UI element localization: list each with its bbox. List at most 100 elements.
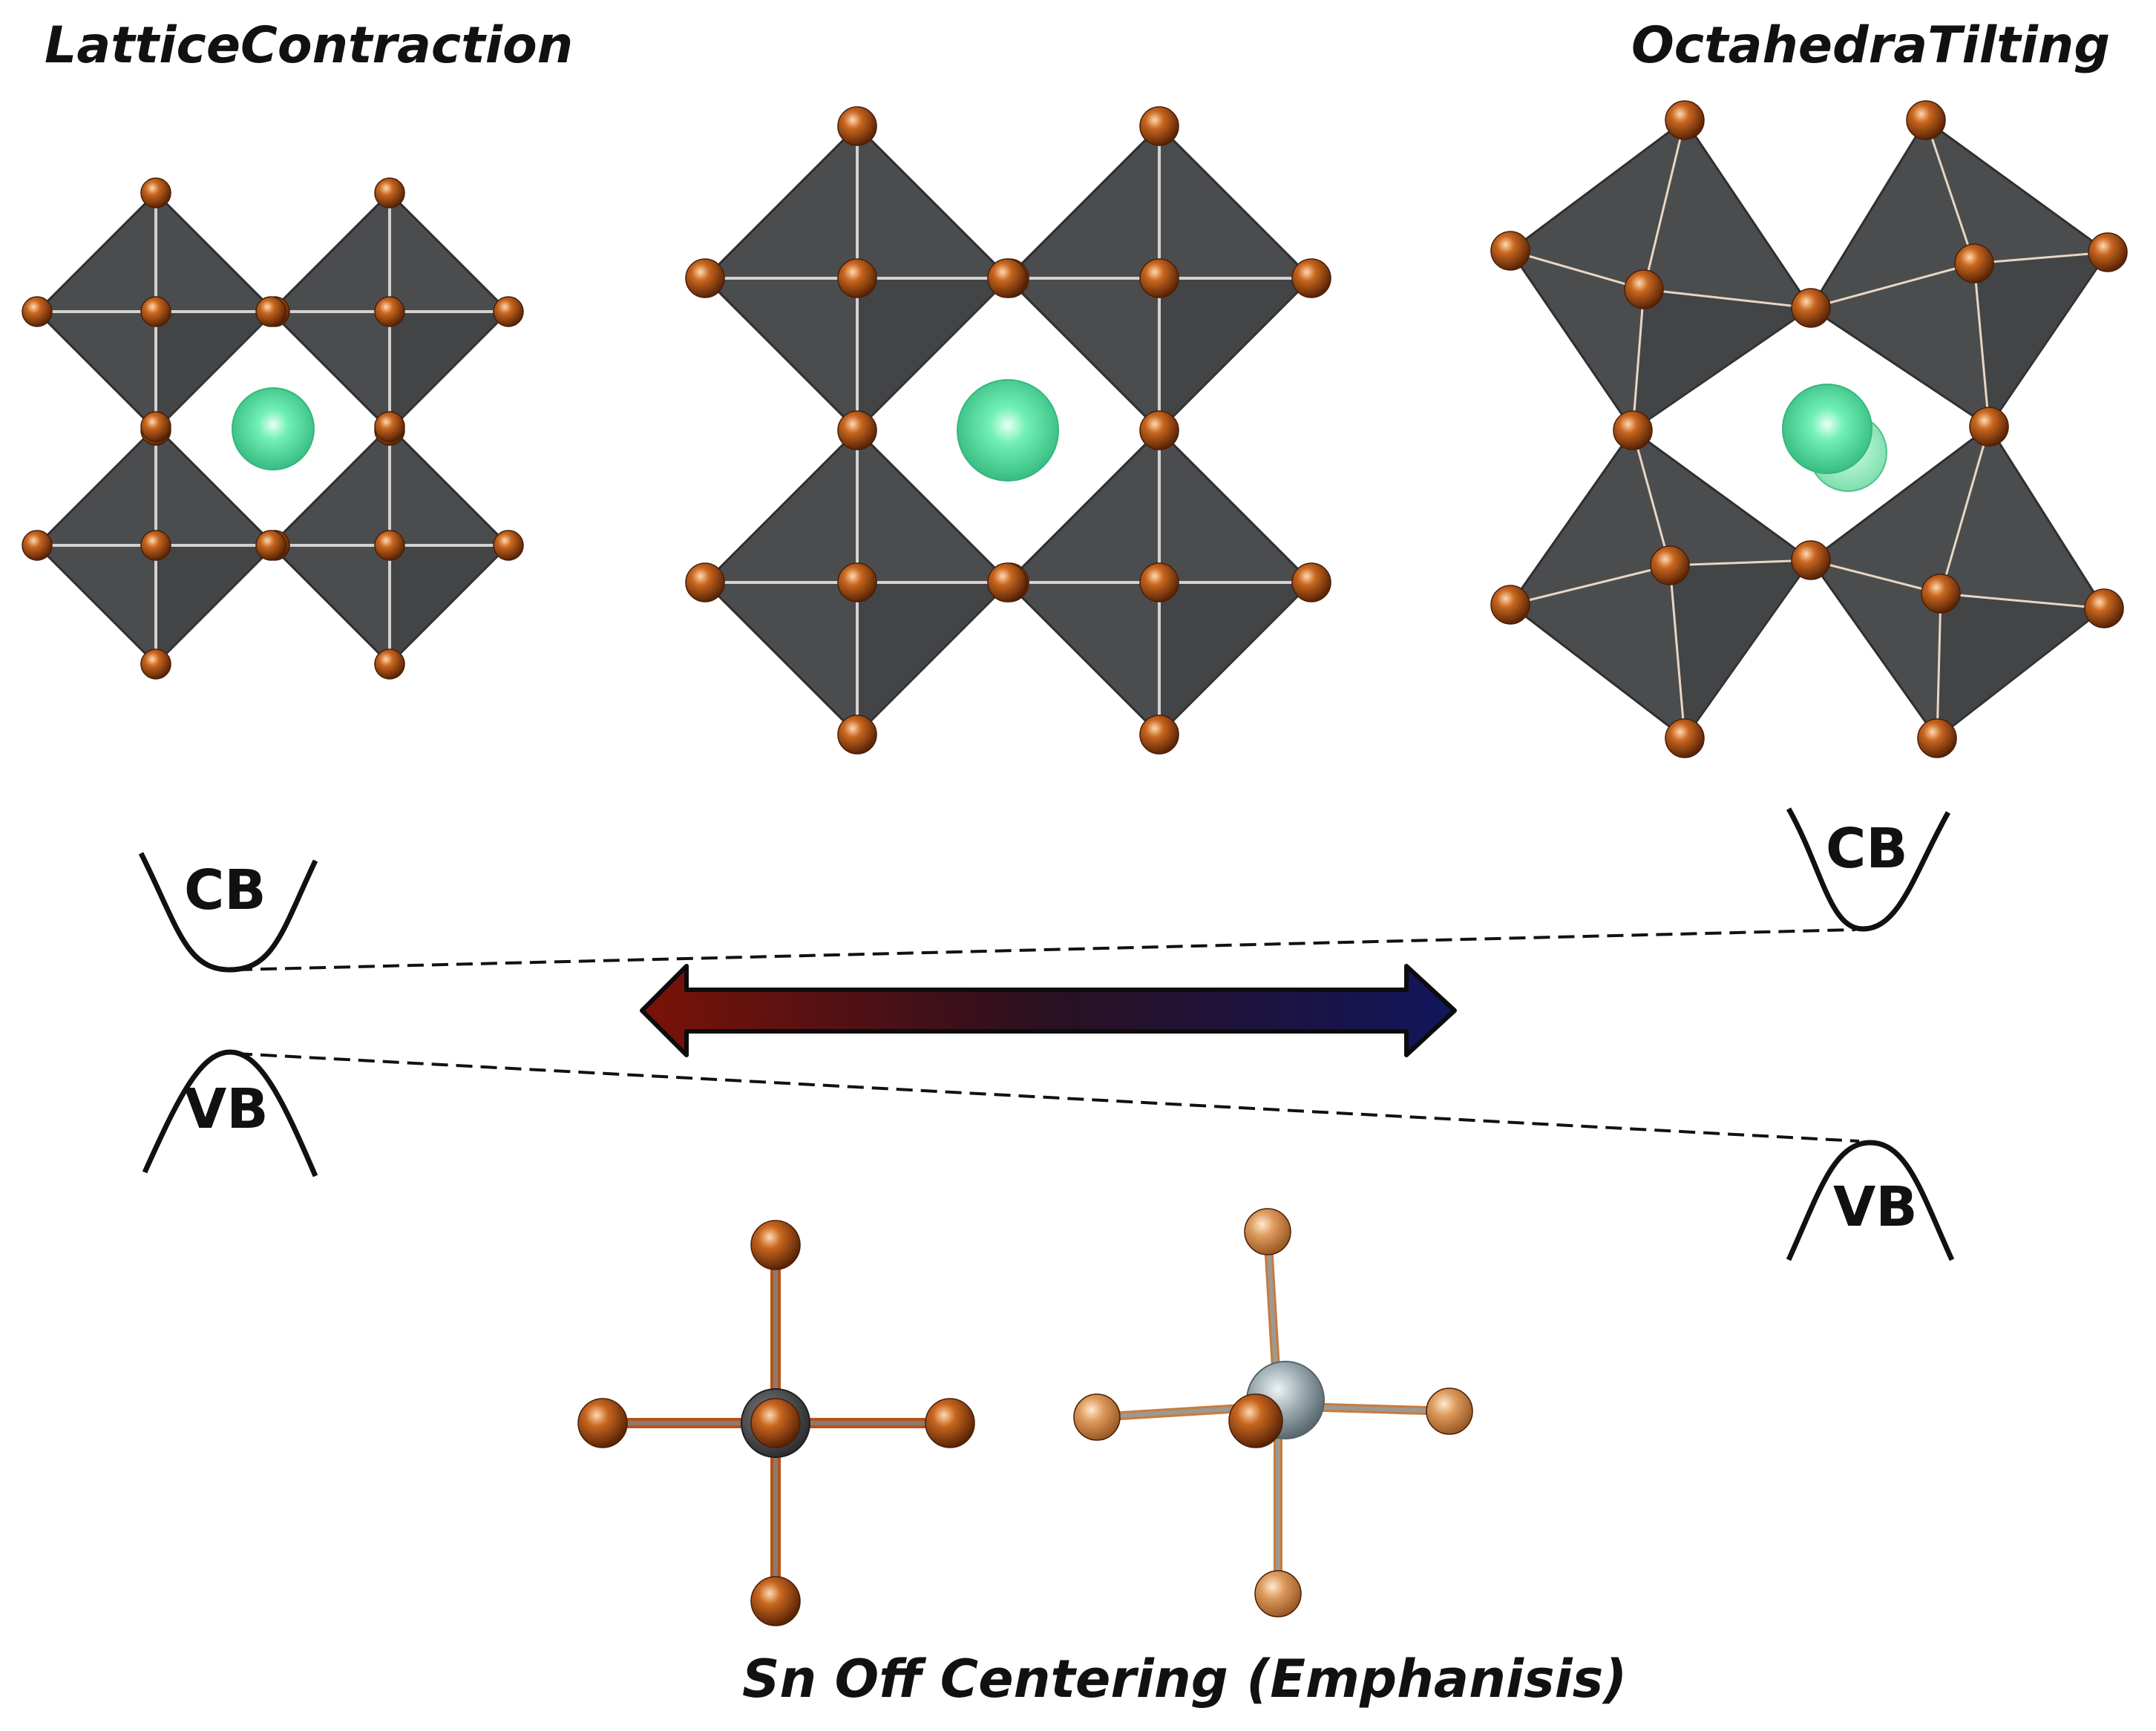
left-cell-cs-atom	[232, 387, 315, 470]
right-cell-halide-atom	[1650, 545, 1690, 585]
middle-cell-halide-atom	[987, 562, 1027, 602]
right-cell-octahedron-3	[1508, 428, 1813, 740]
right-cell-octahedron-4-facet	[1937, 594, 2104, 738]
left-cell-halide-atom	[140, 296, 171, 327]
middle-cell-octahedron-1-facet	[857, 278, 1009, 430]
right-vb-label: VB	[1833, 1175, 1918, 1239]
halide-atom	[750, 1220, 801, 1270]
right-cell-halide-atom	[1613, 410, 1653, 450]
right-cell-halide-atom	[1665, 100, 1705, 140]
right-cb-label: CB	[1826, 817, 1908, 881]
middle-cell-halide-atom	[685, 562, 725, 602]
right-cell-octahedron-2-bond-2	[1973, 263, 1990, 427]
lattice-contraction-title: LatticeContraction	[45, 16, 574, 75]
left-cell-halide-atom	[140, 411, 171, 442]
left-vb-label: VB	[184, 1077, 269, 1141]
middle-cell-halide-atom	[837, 258, 877, 298]
left-cell-halide-atom	[374, 296, 405, 327]
right-vb-curve	[1786, 1140, 1955, 1261]
axial-halide-atom	[1228, 1393, 1283, 1448]
right-cell-octahedron-3-bond-0	[1631, 430, 1671, 566]
halide-atom-light	[1426, 1387, 1473, 1435]
right-cell-octahedron-1-bond-3	[1510, 249, 1645, 291]
right-cell-halide-atom	[1490, 585, 1530, 625]
right-cell-octahedron-4-bond-1	[1940, 592, 2105, 610]
halide-atom-light	[1244, 1208, 1291, 1255]
right-cell-octahedron-1-bond-1	[1643, 288, 1812, 309]
right-cell-halide-atom	[1906, 100, 1946, 140]
middle-cell-halide-atom	[987, 258, 1027, 298]
right-cell-halide-atom	[1624, 269, 1664, 309]
double-arrow	[640, 964, 1457, 1057]
cb-level-dashed-line	[235, 928, 1856, 971]
left-cell-halide-atom	[374, 411, 405, 442]
octahedra-tilting-title: OctahedraTilting	[1631, 16, 2110, 75]
right-cell-halide-atom	[1954, 243, 1994, 283]
right-cell-octahedron-1-facet	[1633, 289, 1811, 430]
right-cb-curve	[1786, 807, 1951, 932]
middle-cell-halide-atom	[685, 258, 725, 298]
right-cell-octahedron-1-bond-2	[1631, 289, 1645, 431]
right-cell-halide-atom	[1665, 718, 1705, 758]
right-cell-octahedron-1	[1508, 118, 1813, 433]
middle-cell	[685, 106, 1331, 755]
right-cell-octahedron-4-bond-2	[1936, 593, 1942, 739]
halide-atom	[925, 1398, 975, 1448]
middle-cell-halide-atom	[837, 410, 877, 450]
right-cell-halide-atom	[2084, 588, 2124, 628]
right-cell-halide-atom	[1969, 407, 2009, 447]
left-cell-halide-atom	[140, 530, 171, 561]
right-cell-octahedron-1-bond-0	[1642, 119, 1686, 290]
middle-cell-halide-atom	[1139, 106, 1179, 146]
right-cell-octahedron-3-facet	[1670, 560, 1811, 738]
middle-cell-octahedron-2-facet	[1159, 278, 1311, 430]
middle-cell-cs-atom	[957, 379, 1059, 482]
left-cell-halide-atom	[255, 296, 286, 327]
middle-cell-octahedron-3-facet	[857, 582, 1009, 735]
halide-atom	[577, 1398, 628, 1448]
halide-atom-light	[1073, 1393, 1121, 1441]
sn-off-centering-title: Sn Off Centering (Emphanisis)	[742, 1649, 1628, 1709]
left-cell-halide-atom	[140, 648, 171, 680]
band-alignment	[138, 807, 1955, 1261]
right-cell-octahedron-2-bond-1	[1973, 251, 2109, 265]
left-cell-octahedron-3-facet	[156, 545, 275, 664]
right-cell-octahedron-4-bond-0	[1939, 426, 1990, 594]
middle-cell-halide-atom	[837, 106, 877, 146]
right-cell-halide-atom	[2088, 232, 2128, 272]
right-cell-halide-atom	[1917, 718, 1957, 758]
middle-cell-halide-atom	[1291, 562, 1331, 602]
right-cell-octahedron-3-bond-1	[1669, 559, 1812, 567]
sn-offcentered-unit	[1073, 1208, 1473, 1617]
right-cell-octahedron-2-facet	[1974, 252, 2108, 427]
left-vb-curve	[142, 1049, 318, 1177]
left-cell-octahedron-4-facet	[390, 545, 508, 664]
right-cell-halide-atom	[1490, 231, 1530, 271]
right-cell-halide-atom	[1921, 574, 1961, 614]
right-cell-octahedron-4-bond-3	[1810, 559, 1942, 595]
left-cell-halide-atom	[374, 530, 405, 561]
halide-atom	[750, 1576, 801, 1626]
right-cell-octahedron-2-bond-3	[1810, 262, 1975, 309]
vb-level-dashed-line	[235, 1052, 1860, 1143]
right-cell-halide-atom	[1791, 288, 1831, 328]
right-cell-octahedron-3-bond-3	[1510, 564, 1671, 606]
middle-cell-octahedron-4-facet	[1159, 582, 1311, 735]
left-cb-label: CB	[184, 858, 266, 922]
left-cell-halide-atom	[374, 648, 405, 680]
left-cell-octahedron-2-facet	[390, 312, 508, 430]
left-cell	[22, 177, 524, 680]
right-cell-octahedron-2-bond-0	[1924, 119, 1976, 264]
left-cell-halide-atom	[22, 296, 53, 327]
right-cell	[1490, 100, 2128, 758]
sn-centered-unit	[577, 1220, 975, 1626]
left-cell-halide-atom	[493, 530, 524, 561]
halide-atom-light	[1254, 1570, 1302, 1617]
crystal-structures	[22, 100, 2128, 758]
middle-cell-halide-atom	[837, 715, 877, 755]
left-cell-halide-atom	[22, 530, 53, 561]
middle-cell-halide-atom	[1139, 258, 1179, 298]
left-cell-halide-atom	[493, 296, 524, 327]
